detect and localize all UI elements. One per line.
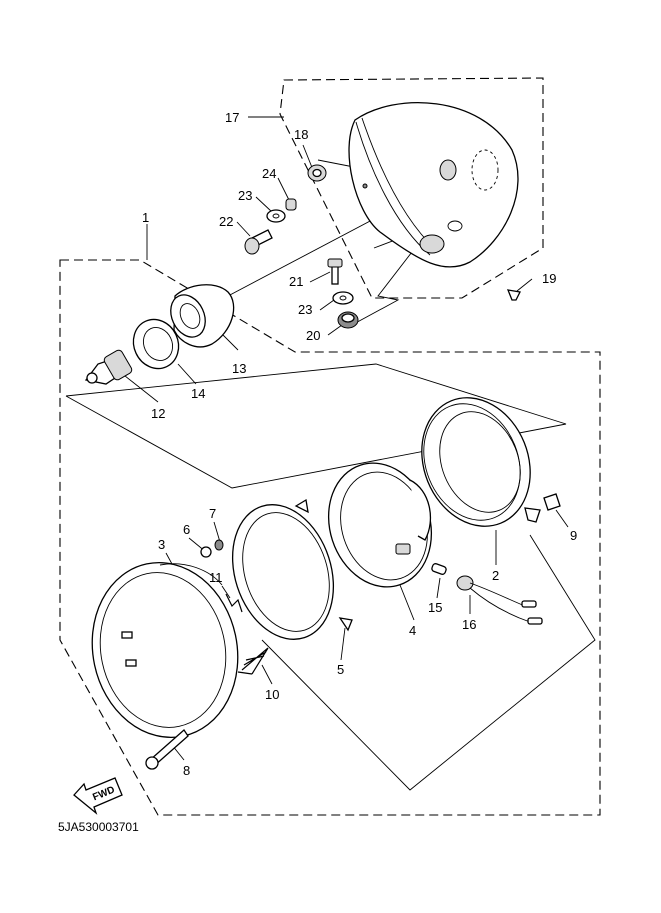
spring-clip-11 bbox=[225, 593, 243, 613]
headlight-shell-17 bbox=[348, 101, 519, 268]
callout-20: 20 bbox=[306, 328, 320, 343]
rim-2 bbox=[421, 397, 541, 527]
catalog-code: 5JA530003701 bbox=[58, 820, 139, 834]
nut-7 bbox=[214, 539, 224, 551]
group-17-boundary bbox=[279, 77, 544, 299]
callout-10: 10 bbox=[265, 687, 279, 702]
callout-14: 14 bbox=[191, 386, 205, 401]
screw-6 bbox=[200, 546, 212, 558]
grommet-18 bbox=[307, 164, 327, 182]
callout-18: 18 bbox=[294, 127, 308, 142]
washer-23-upper bbox=[266, 209, 286, 223]
callout-4: 4 bbox=[409, 623, 416, 638]
bezel-ring-3 bbox=[91, 561, 239, 739]
screw-9 bbox=[543, 493, 561, 511]
bulb-12 bbox=[84, 349, 133, 385]
grommet-20 bbox=[337, 311, 359, 329]
callout-21: 21 bbox=[289, 274, 303, 289]
fwd-arrow-icon: FWD bbox=[73, 777, 123, 815]
callout-7: 7 bbox=[209, 506, 216, 521]
callout-6: 6 bbox=[183, 522, 190, 537]
socket-16 bbox=[456, 575, 543, 625]
washer-23-lower bbox=[332, 291, 354, 305]
socket-cover-13 bbox=[170, 284, 235, 348]
bolt-8 bbox=[145, 729, 189, 770]
callout-8: 8 bbox=[183, 763, 190, 778]
callout-5: 5 bbox=[337, 662, 344, 677]
callout-12: 12 bbox=[151, 406, 165, 421]
bolt-21 bbox=[327, 258, 343, 285]
sealed-beam-4 bbox=[327, 462, 433, 588]
screw-19 bbox=[506, 289, 521, 301]
callout-13: 13 bbox=[232, 361, 246, 376]
callout-15: 15 bbox=[428, 600, 442, 615]
callout-17: 17 bbox=[225, 110, 239, 125]
spring-10 bbox=[237, 647, 269, 675]
mounting-ring-5 bbox=[231, 498, 353, 640]
callout-2: 2 bbox=[492, 568, 499, 583]
callout-labels: 1 2 3 4 5 6 7 8 9 10 11 12 13 14 15 16 1… bbox=[142, 110, 577, 778]
callout-16: 16 bbox=[462, 617, 476, 632]
bolt-22 bbox=[244, 229, 273, 255]
callout-9: 9 bbox=[570, 528, 577, 543]
callout-23-upper: 23 bbox=[238, 188, 252, 203]
callout-1: 1 bbox=[142, 210, 149, 225]
callout-22: 22 bbox=[219, 214, 233, 229]
bulb-15 bbox=[431, 563, 447, 575]
callout-24: 24 bbox=[262, 166, 276, 181]
callout-19: 19 bbox=[542, 271, 556, 286]
callout-11: 11 bbox=[209, 570, 223, 585]
ring-14 bbox=[132, 318, 180, 370]
callout-23-lower: 23 bbox=[298, 302, 312, 317]
callout-3: 3 bbox=[158, 537, 165, 552]
collar-24 bbox=[285, 198, 297, 211]
